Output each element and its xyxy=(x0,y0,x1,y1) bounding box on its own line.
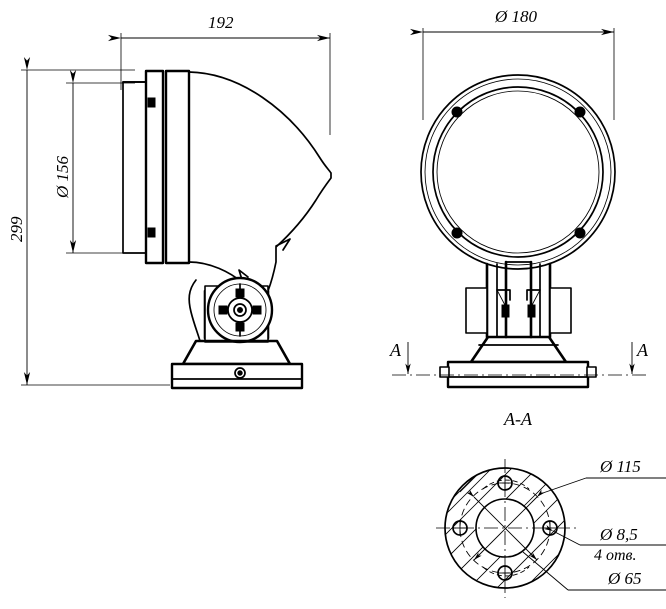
side-pivot-center xyxy=(237,307,243,313)
side-bezel-outer xyxy=(144,69,165,265)
front-ring-outer xyxy=(420,74,616,270)
section-mark-left: A xyxy=(389,340,411,374)
dim-299-label: 299 xyxy=(7,216,26,242)
front-view-group: Ø 180 xyxy=(389,7,649,429)
side-flange-body xyxy=(122,81,147,254)
front-pivot-knob-right xyxy=(549,287,572,334)
front-pivot-knob-left xyxy=(465,287,488,334)
front-pivot-tab-left xyxy=(501,304,510,318)
side-pedestal-neck xyxy=(181,339,292,366)
dimension-d115: Ø 115 xyxy=(466,457,666,577)
side-pivot-lug-top xyxy=(235,288,245,298)
side-latch-upper xyxy=(147,97,156,108)
section-detail-group: Ø 115 Ø 8,5 4 отв. Ø 65 xyxy=(436,457,666,598)
section-mark-right-label: A xyxy=(636,340,649,360)
front-center-pillar xyxy=(504,260,533,339)
front-base-ear-right xyxy=(586,366,597,378)
front-ring-inner-2 xyxy=(436,90,600,254)
side-cable-left xyxy=(188,279,201,342)
side-pivot-lug-left xyxy=(218,305,228,315)
side-bezel-inner xyxy=(164,69,191,265)
dim-d115-label: Ø 115 xyxy=(599,457,641,476)
dim-4otv-label: 4 отв. xyxy=(594,547,637,564)
front-bezel-screw-bl xyxy=(451,227,463,239)
front-pivot-tab-right xyxy=(527,304,536,318)
section-mark-left-label: A xyxy=(389,340,402,360)
front-base-plate xyxy=(446,360,590,389)
front-bezel-screw-tr xyxy=(574,106,586,118)
front-ring-outer-2 xyxy=(424,78,612,266)
dim-d85-label: Ø 8,5 xyxy=(599,525,638,544)
front-gusset-box-left xyxy=(496,289,511,301)
front-bezel-screw-br xyxy=(574,227,586,239)
side-pivot-boss xyxy=(227,297,253,323)
section-mark-right: A xyxy=(629,340,649,374)
side-shell-notch xyxy=(275,238,291,251)
front-gusset-right xyxy=(530,289,541,308)
dim-d180-label: Ø 180 xyxy=(494,7,538,26)
front-base-ear-left xyxy=(439,366,450,378)
front-gusset-left xyxy=(496,289,507,308)
side-latch-lower xyxy=(147,227,156,238)
side-base-bolt xyxy=(234,367,246,379)
side-view-group: 192 299 Ø 156 xyxy=(7,13,332,390)
dimension-192: 192 xyxy=(108,13,331,135)
dim-d65-label: Ø 65 xyxy=(607,569,642,588)
front-bezel-screw-tl xyxy=(451,106,463,118)
side-pivot-lug-right xyxy=(252,305,262,315)
side-base-bolt-center xyxy=(237,370,243,376)
section-caption: A-A xyxy=(503,409,533,429)
dim-d156-label: Ø 156 xyxy=(53,155,72,199)
side-pivot-bolt xyxy=(233,303,247,317)
side-body-shell xyxy=(188,71,332,292)
dimension-d65: Ø 65 xyxy=(522,551,666,591)
front-ring-inner xyxy=(432,86,604,258)
side-pivot-lug-bottom xyxy=(235,322,245,332)
front-pedestal-neck xyxy=(469,335,568,364)
dimension-d180: Ø 180 xyxy=(410,7,615,120)
dimension-299: 299 xyxy=(7,57,170,386)
dimension-d85: Ø 8,5 4 отв. xyxy=(544,525,666,564)
front-gusset-box-right xyxy=(526,289,541,301)
dim-192-label: 192 xyxy=(208,13,234,32)
